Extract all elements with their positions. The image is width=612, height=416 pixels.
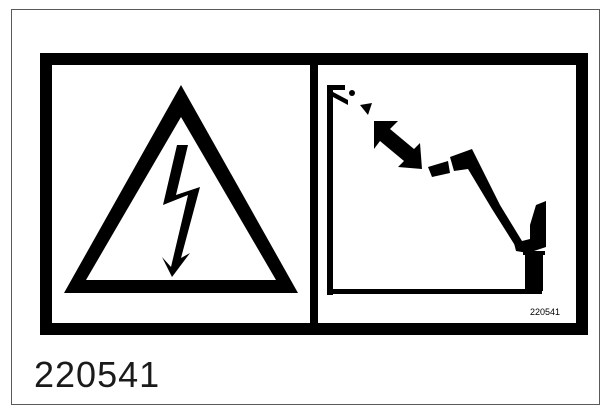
power-line-arm <box>327 85 345 90</box>
utility-pole <box>327 85 333 295</box>
ground-line <box>327 289 542 294</box>
figure-caption: 220541 <box>34 357 160 393</box>
safety-label-plate: 220541 <box>30 45 590 335</box>
machine-base <box>525 255 543 291</box>
label-code-small: 220541 <box>530 307 560 317</box>
